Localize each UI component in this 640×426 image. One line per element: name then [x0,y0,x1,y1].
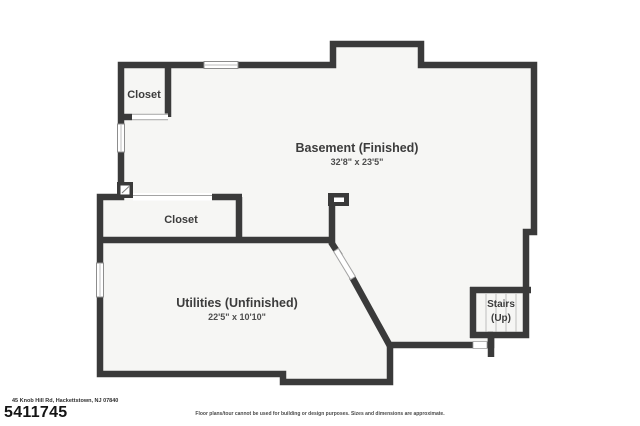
openings [132,113,488,349]
property-address: 45 Knob Hill Rd, Hackettstown, NJ 07840 [12,398,119,404]
stairs-treads [485,294,517,332]
basement-dimensions: 32'8" x 23'5" [331,157,384,167]
listing-id: 5411745 [4,404,68,421]
closet-mid-label: Closet [164,214,198,226]
room-labels: Closet Basement (Finished) 32'8" x 23'5"… [127,89,515,324]
door-junction-icon [117,182,133,198]
utilities-dimensions: 22'5" x 10'10" [208,312,266,322]
utilities-label: Utilities (Unfinished) [176,296,298,310]
diagonal-door-opening [332,247,357,281]
interior-walls [97,65,531,357]
disclaimer-text: Floor plans/tour cannot be used for buil… [195,411,445,417]
stairs-label-line1: Stairs [487,299,515,310]
stairs-door-opening [472,341,488,349]
closet-top-label: Closet [127,89,161,101]
stairs-label-line2: (Up) [491,313,511,324]
door-notch [334,197,344,202]
closet-mid-opening [133,193,212,201]
closet-top-opening [132,113,168,121]
basement-label: Basement (Finished) [296,141,419,155]
windows [96,61,239,298]
